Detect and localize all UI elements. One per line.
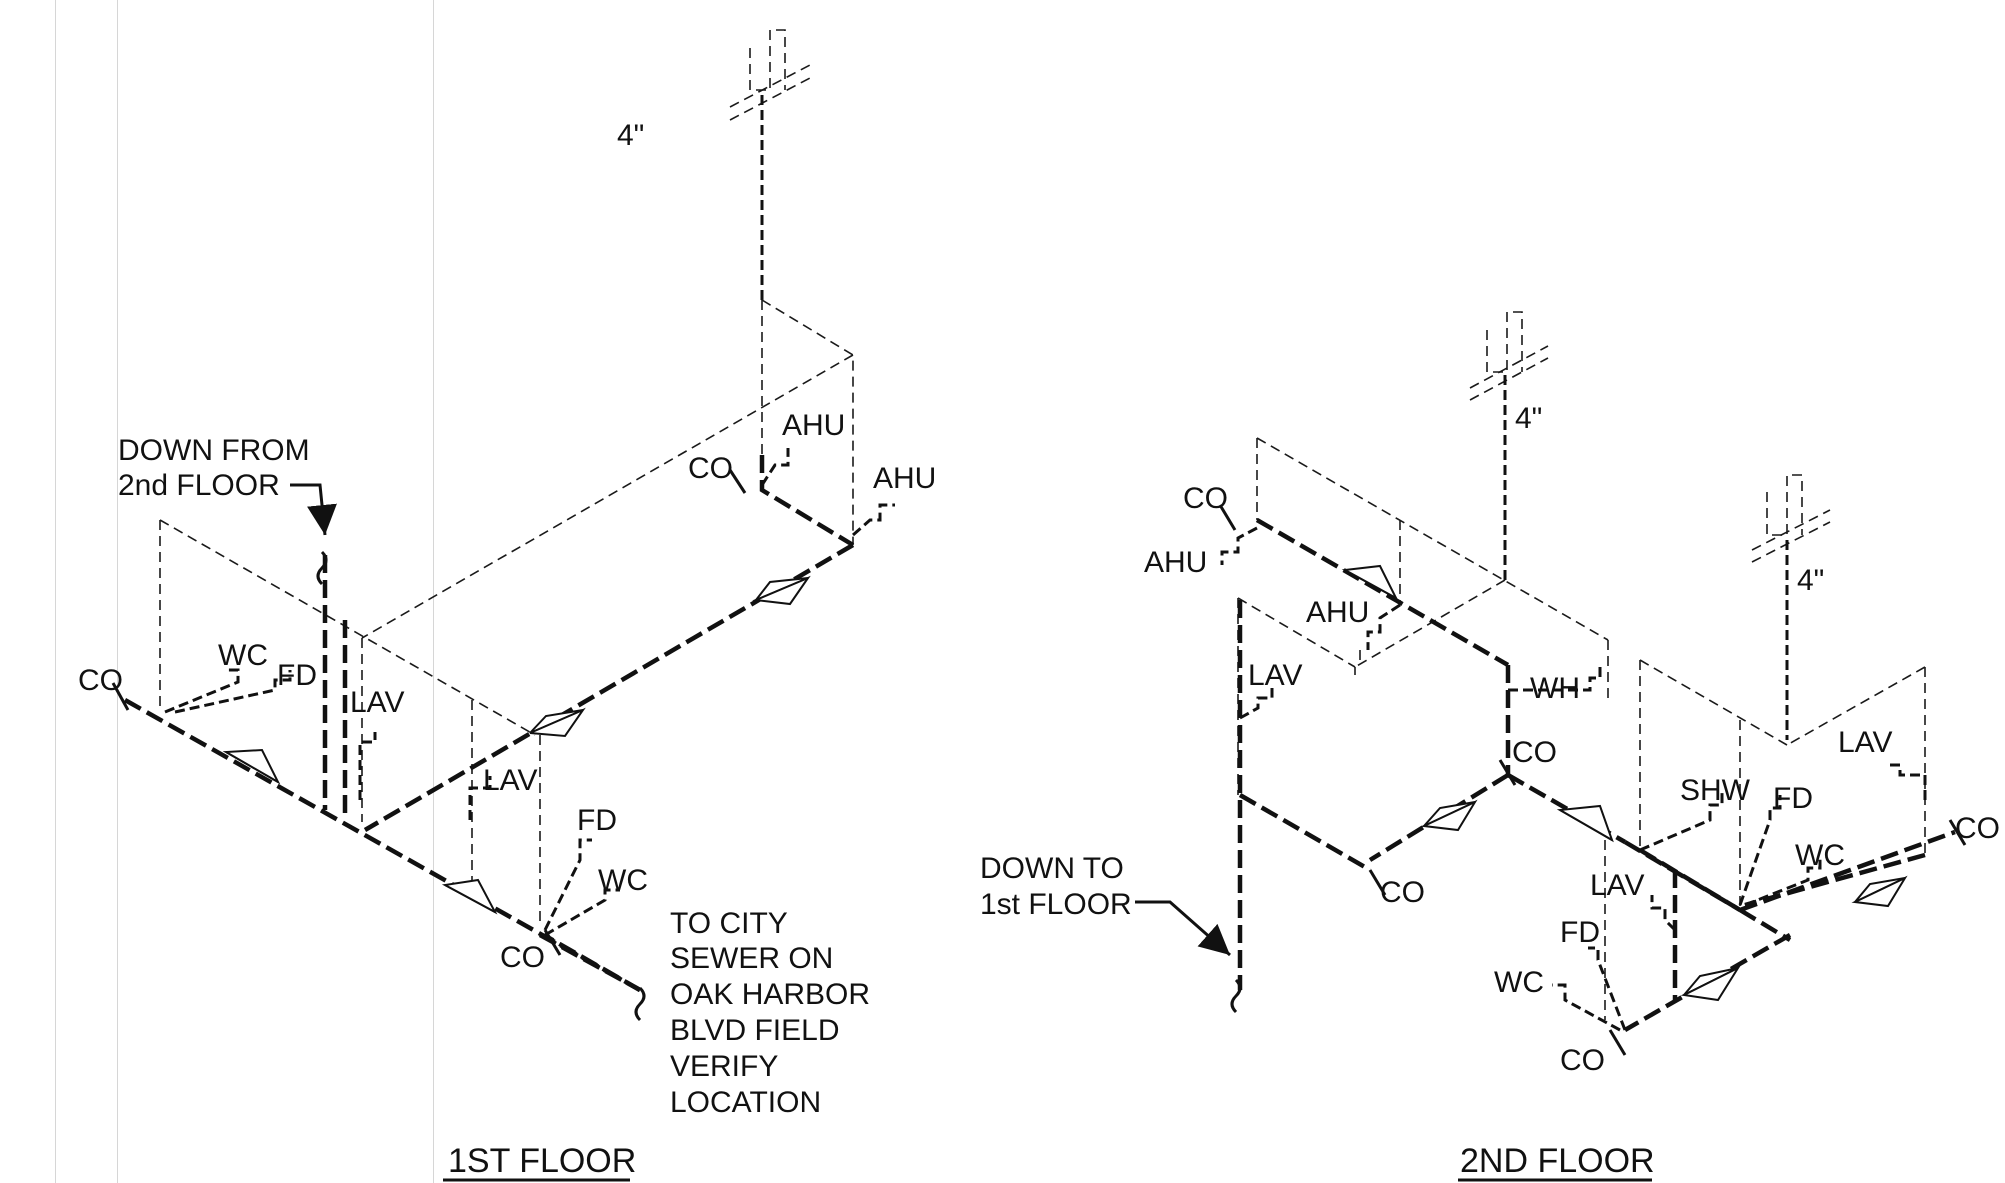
down-from-label: DOWN FROM xyxy=(118,434,310,467)
sheet-edge-line xyxy=(117,0,118,1183)
first-floor-fixture-branches xyxy=(111,448,895,956)
lavatory-label: LAV xyxy=(1590,869,1644,902)
air-handler-label: AHU xyxy=(873,462,936,495)
cleanout-label: CO xyxy=(1955,812,2000,845)
pipe-size-label: 4" xyxy=(1515,402,1542,435)
sewer-note-line: BLVD FIELD xyxy=(670,1014,840,1047)
air-handler-label: AHU xyxy=(1306,596,1369,629)
sewer-note-line: LOCATION xyxy=(670,1086,821,1119)
water-closet-label: WC xyxy=(1795,839,1845,872)
vent-stack-cap xyxy=(729,29,811,300)
sewer-note-line: OAK HARBOR xyxy=(670,978,870,1011)
cleanout-label: CO xyxy=(1512,736,1557,769)
cleanout-label: CO xyxy=(688,452,733,485)
water-closet-label: WC xyxy=(218,639,268,672)
first-floor-diagram: 4" DOWN FROM 2nd FLOOR CO WC FD LAV LAV … xyxy=(78,29,936,1182)
vent-stack-cap xyxy=(1751,474,1831,740)
sewer-note-line: SEWER ON xyxy=(670,942,833,975)
first-floor-guide-lines xyxy=(159,299,854,925)
floor-drain-label: FD xyxy=(1773,782,1813,815)
pipe-size-label: 4" xyxy=(617,119,644,152)
second-floor-flow-arrows xyxy=(1341,564,1908,1002)
cleanout-label: CO xyxy=(500,941,545,974)
down-from-2nd-floor-leader xyxy=(290,483,337,586)
sewer-note-line: TO CITY xyxy=(670,907,788,940)
second-floor-drain-pipes xyxy=(1237,518,1956,1032)
lavatory-label: LAV xyxy=(350,686,404,719)
cleanout-label: CO xyxy=(78,664,123,697)
lavatory-label: LAV xyxy=(1248,659,1302,692)
water-closet-label: WC xyxy=(598,864,648,897)
sewer-note: TO CITY SEWER ON OAK HARBOR BLVD FIELD V… xyxy=(670,907,870,1119)
lavatory-label: LAV xyxy=(483,764,537,797)
cleanout-label: CO xyxy=(1560,1044,1605,1077)
floor-title: 2ND FLOOR xyxy=(1460,1142,1655,1180)
water-closet-label: WC xyxy=(1494,966,1544,999)
air-handler-label: AHU xyxy=(782,409,845,442)
floor-drain-label: FD xyxy=(577,804,617,837)
sheet-edge-line xyxy=(433,0,434,1183)
floor-title: 1ST FLOOR xyxy=(448,1142,636,1180)
shower-label: SHW xyxy=(1680,774,1751,807)
sewer-connection xyxy=(538,933,646,1022)
first-floor-flow-arrows xyxy=(222,575,811,915)
floor-drain-label: FD xyxy=(1560,916,1600,949)
air-handler-label: AHU xyxy=(1144,546,1207,579)
cleanout-label: CO xyxy=(1380,876,1425,909)
floor-drain-label: FD xyxy=(277,659,317,692)
second-floor-diagram: 4" 4" CO AHU AHU LAV WH CO CO SHW FD LAV… xyxy=(980,311,2000,1182)
down-to-label: 1st FLOOR xyxy=(980,888,1132,921)
sewer-note-line: VERIFY xyxy=(670,1050,778,1083)
down-to-label: DOWN TO xyxy=(980,852,1124,885)
down-to-1st-floor-leader xyxy=(1135,900,1242,1014)
sheet-edge-line xyxy=(55,0,56,1183)
cleanout-label: CO xyxy=(1183,482,1228,515)
down-from-label: 2nd FLOOR xyxy=(118,469,280,502)
second-floor-fixture-branches xyxy=(1218,504,1967,1056)
lavatory-label: LAV xyxy=(1838,726,1892,759)
water-heater-label: WH xyxy=(1530,672,1580,705)
pipe-size-label: 4" xyxy=(1797,564,1824,597)
vent-stack-cap xyxy=(1469,311,1549,580)
